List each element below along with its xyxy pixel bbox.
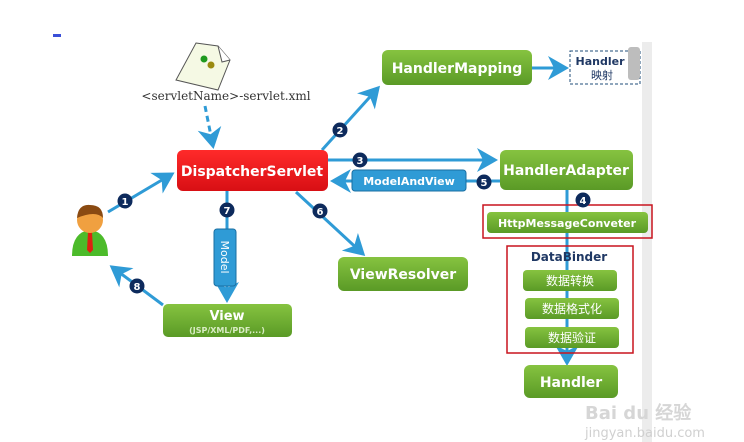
arrow-6	[294, 190, 366, 257]
handler-label: Handler	[540, 375, 602, 391]
svg-text:2: 2	[337, 126, 344, 137]
data-formatting-box	[525, 298, 619, 319]
watermark-brand: Bai du 经验	[585, 402, 692, 424]
step-badges: 1 2 3 4 5 6 7 8	[117, 122, 591, 294]
model-and-view-label: ModelAndView	[363, 175, 455, 188]
data-validation-label: 数据验证	[548, 330, 596, 345]
xml-file-icon	[175, 42, 231, 91]
step-2-badge: 2	[332, 122, 348, 138]
http-message-converter-box	[487, 212, 648, 233]
step-6-badge: 6	[312, 203, 328, 219]
handler-adapter-box	[500, 150, 633, 190]
data-binder-outline	[506, 245, 634, 354]
arrow-2	[320, 85, 381, 152]
converter-outline	[482, 204, 653, 239]
data-binder-label: DataBinder	[531, 250, 607, 264]
data-formatting-label: 数据格式化	[542, 301, 602, 316]
arrow-1	[107, 172, 175, 214]
step-5-badge: 5	[476, 174, 492, 190]
view-resolver-label: ViewResolver	[350, 267, 456, 283]
model-label: Model	[218, 240, 231, 273]
data-validation-box	[525, 327, 619, 348]
model-and-view-box	[351, 169, 467, 192]
handler-mapping-label: HandlerMapping	[392, 61, 523, 77]
step-1-badge: 1	[117, 193, 133, 209]
note-line1: Handler	[576, 55, 626, 68]
step-4-badge: 4	[575, 192, 591, 208]
data-conversion-label: 数据转换	[546, 273, 594, 288]
handler-adapter-label: HandlerAdapter	[503, 163, 629, 179]
zoom-icon[interactable]	[628, 47, 640, 80]
step-7-badge: 7	[219, 202, 235, 218]
corner-mark	[53, 34, 61, 37]
view-box	[163, 304, 292, 337]
baidu-watermark: Bai du 经验 jingyan.baidu.com	[584, 402, 705, 441]
svg-text:4: 4	[580, 196, 587, 207]
model-box	[213, 228, 237, 287]
svg-text:5: 5	[481, 178, 488, 189]
svg-text:1: 1	[122, 197, 129, 208]
handler-mapping-box	[382, 50, 532, 85]
view-label: View	[209, 309, 244, 324]
dispatcher-servlet-box	[177, 150, 328, 191]
svg-text:7: 7	[224, 206, 231, 217]
svg-text:3: 3	[357, 156, 364, 167]
config-file-label: <servletName>-servlet.xml	[141, 89, 310, 103]
http-message-converter-label: HttpMessageConveter	[498, 217, 637, 230]
note-line2: 映射	[591, 68, 613, 82]
watermark-url: jingyan.baidu.com	[584, 426, 705, 441]
svg-text:8: 8	[134, 282, 141, 293]
side-strip	[642, 42, 652, 442]
view-resolver-box	[338, 257, 468, 291]
dispatcher-servlet-label: DispatcherServlet	[181, 164, 323, 180]
step-8-badge: 8	[129, 278, 145, 294]
svg-text:6: 6	[317, 207, 324, 218]
data-conversion-box	[523, 270, 617, 291]
view-types-label: (JSP/XML/PDF,...)	[189, 326, 265, 335]
config-arrow	[197, 105, 222, 149]
handler-box	[524, 365, 618, 398]
step-3-badge: 3	[352, 152, 368, 168]
user-icon	[72, 204, 108, 256]
